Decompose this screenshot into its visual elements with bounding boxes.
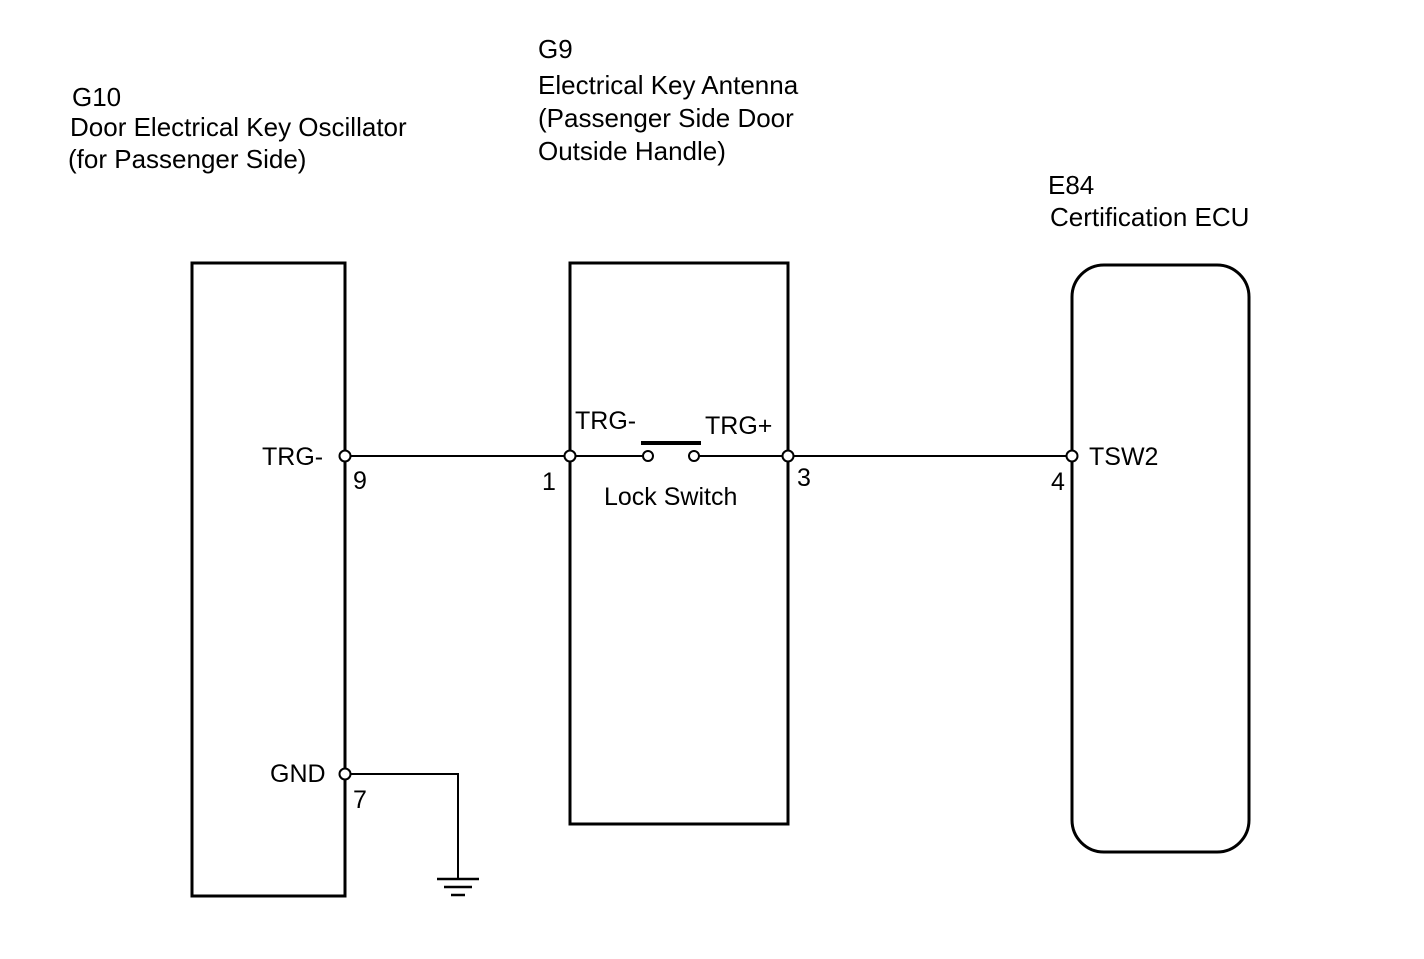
g10-pin-trg-minus-number: 9 — [353, 467, 367, 495]
g9-pin-trg-minus-label: TRG- — [575, 407, 636, 435]
e84-box — [1070, 263, 1251, 854]
g10-code: G10 — [72, 82, 121, 112]
e84-pin4-terminal — [1065, 449, 1079, 463]
g10-name-line1: Door Electrical Key Oscillator — [70, 112, 407, 142]
g9-pin-trg-minus-number: 1 — [542, 468, 556, 496]
g10-pin-trg-minus-label: TRG- — [262, 443, 323, 471]
g10-name-line2: (for Passenger Side) — [68, 144, 306, 174]
g9-box — [568, 261, 790, 826]
g9-pin-trg-plus-label: TRG+ — [705, 412, 772, 440]
e84-pin-tsw2-number: 4 — [1051, 468, 1065, 496]
g9-pin3-terminal — [781, 449, 795, 463]
g9-pin1-terminal — [563, 449, 577, 463]
g10-pin-gnd-number: 7 — [353, 786, 367, 814]
g10-box — [190, 261, 347, 898]
lock-switch-icon — [641, 441, 701, 462]
g10-pin9-terminal — [338, 449, 352, 463]
g9-name-line3: Outside Handle) — [538, 136, 726, 166]
g9-code: G9 — [538, 34, 573, 64]
lock-switch-label: Lock Switch — [604, 483, 737, 511]
wire-gnd — [345, 773, 459, 878]
g9-pin-trg-plus-number: 3 — [797, 464, 811, 492]
g9-title: G9 Electrical Key Antenna (Passenger Sid… — [538, 34, 799, 166]
g9-name-line1: Electrical Key Antenna — [538, 70, 799, 100]
g9-name-line2: (Passenger Side Door — [538, 103, 794, 133]
g10-pin-gnd-label: GND — [270, 760, 326, 788]
e84-title: E84 Certification ECU — [1048, 170, 1249, 232]
ground-icon — [437, 877, 479, 897]
g10-pin7-terminal — [338, 767, 352, 781]
e84-code: E84 — [1048, 170, 1094, 200]
e84-name: Certification ECU — [1050, 202, 1249, 232]
g10-title: G10 Door Electrical Key Oscillator (for … — [68, 82, 407, 174]
e84-pin-tsw2-label: TSW2 — [1089, 443, 1158, 471]
